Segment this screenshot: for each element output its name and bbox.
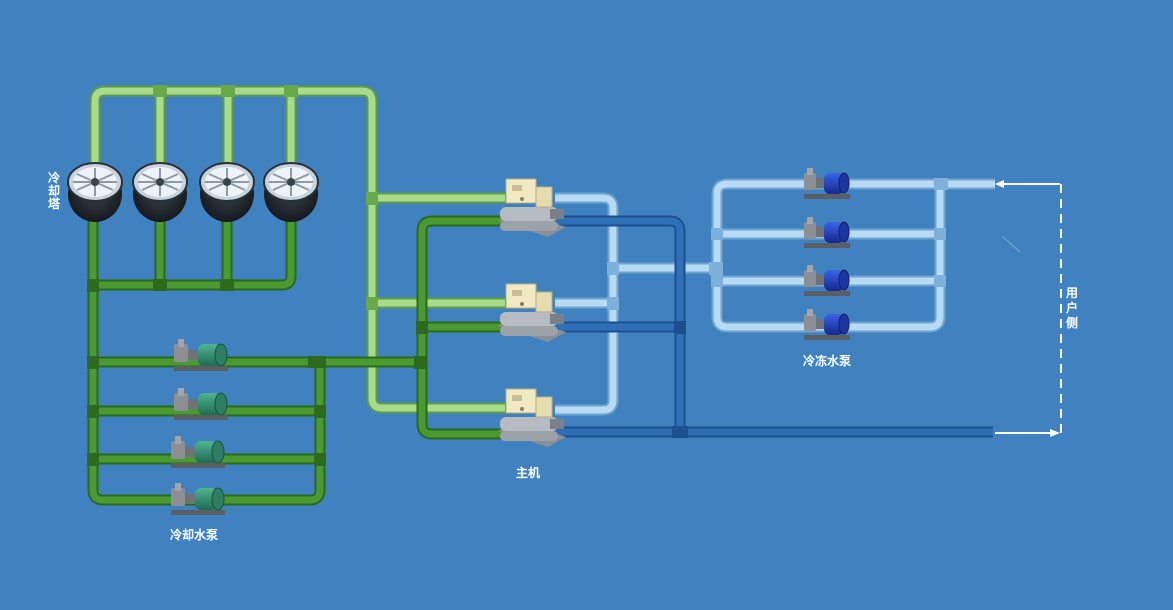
- water-pump-icon: [804, 217, 850, 248]
- chilled-water-return-pipe: [555, 215, 993, 438]
- chiller-unit-icon: [498, 178, 566, 237]
- pipe-fittings: [87, 85, 948, 466]
- arrow-right-icon: [1050, 429, 1060, 437]
- user-side-label: 用户侧: [1066, 286, 1079, 330]
- cooling-tower-label: 冷却塔: [48, 171, 61, 211]
- cooling-tower-icon: [263, 162, 319, 222]
- pipe-spur-line: [1001, 235, 1021, 253]
- chiller-units: [498, 178, 566, 447]
- chilled-pump-label: 冷冻水泵: [803, 354, 852, 368]
- water-pump-icon: [804, 265, 850, 296]
- host-label: 主机: [516, 466, 541, 480]
- chilled-water-pumps: [804, 168, 850, 340]
- water-pump-icon: [171, 436, 225, 468]
- water-pump-icon: [171, 483, 225, 515]
- water-pump-icon: [174, 339, 228, 371]
- cooling-tower-icon: [67, 162, 123, 222]
- cooling-pump-label: 冷却水泵: [170, 528, 219, 542]
- chiller-unit-icon: [498, 283, 566, 342]
- arrow-left-icon: [995, 180, 1004, 188]
- water-pump-icon: [804, 309, 850, 340]
- cooling-towers: [67, 162, 319, 222]
- cooling-water-pumps: [171, 339, 228, 515]
- cooling-tower-icon: [132, 162, 188, 222]
- user-side-flow: [995, 180, 1062, 437]
- cooling-water-return-pipe: [87, 215, 505, 506]
- cooling-tower-icon: [199, 162, 255, 222]
- cooling-tower-supply-pipe: [89, 85, 505, 414]
- chiller-unit-icon: [498, 388, 566, 447]
- water-pump-icon: [174, 388, 228, 420]
- water-pump-icon: [804, 168, 850, 199]
